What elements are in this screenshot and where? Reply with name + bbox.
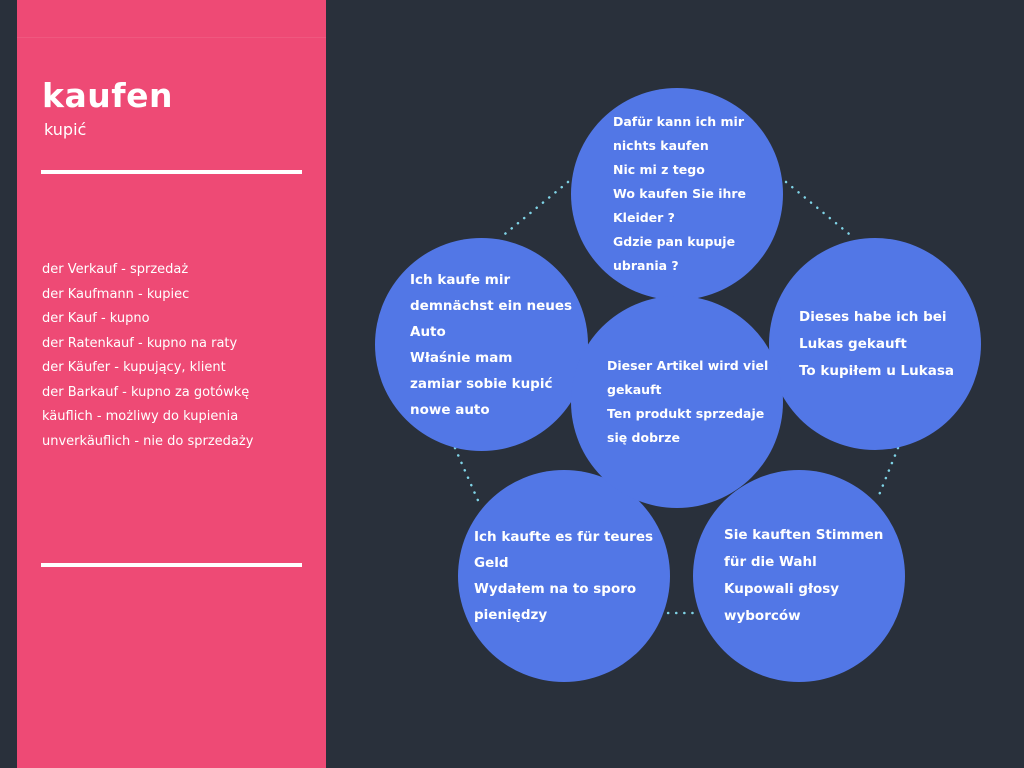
bubble-line: Dieser Artikel wird viel: [607, 358, 769, 373]
bubble-bottom-left-text: Ich kaufte es für teures Geld Wydałem na…: [474, 524, 653, 628]
sidebar-panel: kaufen kupić der Verkauf - sprzedaż der …: [17, 0, 326, 768]
bubble-line: Dieses habe ich bei: [799, 308, 947, 325]
bubble-line: nichts kaufen: [613, 138, 709, 153]
bubble-line: demnächst ein neues: [410, 297, 573, 314]
bubble-line: wyborców: [724, 608, 801, 624]
related-word-item: der Barkauf - kupno za gotówkę: [42, 384, 250, 400]
bubble-line: Kleider ?: [613, 210, 675, 225]
bubble-top-text: Dafür kann ich mir nichts kaufen Nic mi …: [613, 110, 746, 278]
bubble-line: zamiar sobie kupić: [410, 375, 553, 392]
bubble-left: Ich kaufe mir demnächst ein neues Auto W…: [375, 238, 588, 451]
sidebar-top-rule: [17, 37, 326, 38]
bubble-bottom-right-text: Sie kauften Stimmen für die Wahl Kupowal…: [724, 522, 883, 630]
bubble-line: Auto: [410, 323, 446, 340]
bubble-left-text: Ich kaufe mir demnächst ein neues Auto W…: [410, 267, 572, 423]
bubble-line: ubrania ?: [613, 258, 679, 273]
bubble-line: się dobrze: [607, 430, 680, 445]
related-word-item: der Käufer - kupujący, klient: [42, 360, 226, 375]
bubble-line: Wo kaufen Sie ihre: [613, 186, 747, 201]
bubble-top: Dafür kann ich mir nichts kaufen Nic mi …: [571, 88, 783, 300]
connector-top-right: [784, 180, 856, 240]
bubble-bottom-left: Ich kaufte es für teures Geld Wydałem na…: [458, 470, 670, 682]
bubble-line: Ich kaufe mir: [410, 271, 511, 288]
word-title: kaufen: [42, 76, 173, 115]
bubble-line: To kupiłem u Lukasa: [799, 362, 954, 379]
bubble-line: Sie kauften Stimmen: [724, 527, 884, 543]
related-word-item: käuflich - możliwy do kupienia: [42, 409, 239, 424]
related-words-list: der Verkauf - sprzedaż der Kaufmann - ku…: [42, 258, 253, 454]
bubble-line: Nic mi z tego: [613, 162, 705, 177]
related-word-item: der Kauf - kupno: [42, 311, 150, 326]
bubble-line: Kupowali głosy: [724, 581, 840, 597]
bubble-bottom-right: Sie kauften Stimmen für die Wahl Kupowal…: [693, 470, 905, 682]
bubble-line: Geld: [474, 555, 509, 571]
bubble-line: Ich kaufte es für teures: [474, 529, 654, 545]
bubble-line: pieniędzy: [474, 607, 548, 623]
related-word-item: unverkäuflich - nie do sprzedaży: [42, 433, 254, 449]
related-word-item: der Kaufmann - kupiec: [42, 286, 190, 302]
bubble-line: Wydałem na to sporo: [474, 581, 637, 597]
related-word-item: der Ratenkauf - kupno na raty: [42, 335, 238, 351]
word-translation: kupić: [44, 120, 87, 139]
bubble-line: gekauft: [607, 382, 662, 397]
bubble-center: Dieser Artikel wird viel gekauft Ten pro…: [571, 296, 783, 508]
bubble-line: für die Wahl: [724, 554, 817, 570]
bubble-line: Ten produkt sprzedaje: [607, 406, 765, 421]
connector-top-left: [498, 180, 570, 240]
bubble-line: Gdzie pan kupuje: [613, 234, 736, 249]
bubble-line: Właśnie mam: [410, 349, 513, 366]
bubble-line: nowe auto: [410, 401, 490, 418]
bubble-right-text: Dieses habe ich bei Lukas gekauft To kup…: [799, 304, 954, 385]
connector-left-bottom: [453, 446, 482, 507]
divider-bottom: [41, 563, 302, 567]
bubble-line: Dafür kann ich mir: [613, 114, 744, 129]
related-word-item: der Verkauf - sprzedaż: [42, 262, 189, 277]
divider-top: [41, 170, 302, 174]
bubble-right: Dieses habe ich bei Lukas gekauft To kup…: [769, 238, 981, 450]
bubble-center-text: Dieser Artikel wird viel gekauft Ten pro…: [607, 354, 768, 450]
bubble-line: Lukas gekauft: [799, 335, 907, 352]
connector-right-bottom: [875, 446, 900, 502]
